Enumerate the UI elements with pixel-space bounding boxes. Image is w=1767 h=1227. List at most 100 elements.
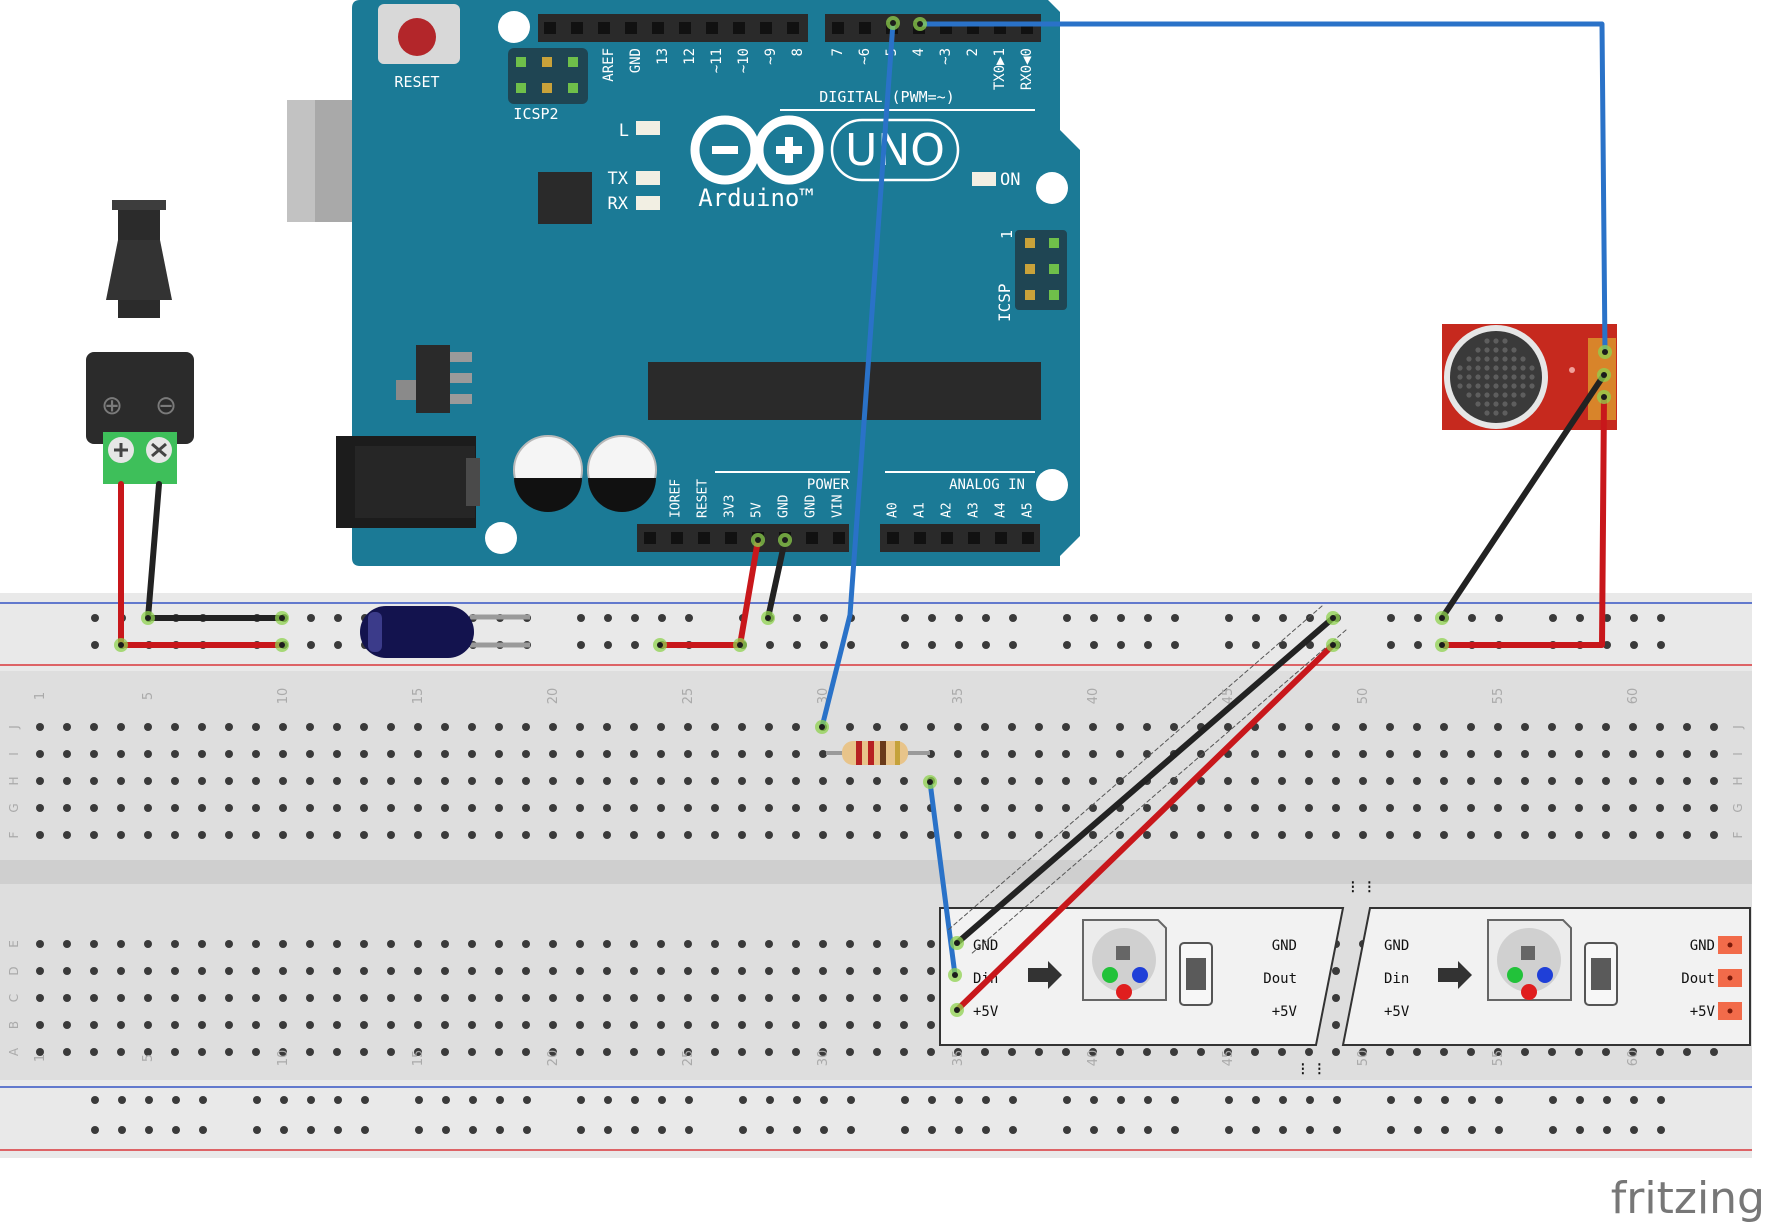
breadboard-hole [441, 940, 449, 948]
wire-endpoint-core [819, 724, 825, 730]
column-number: 25 [681, 1050, 696, 1067]
breadboard-hole [792, 1048, 800, 1056]
breadboard-hole [630, 750, 638, 758]
breadboard-hole [792, 723, 800, 731]
breadboard-hole [279, 1048, 287, 1056]
jack-barrel-rim [112, 200, 166, 210]
mic-mesh-hole [1520, 365, 1526, 371]
breadboard-hole [846, 723, 854, 731]
analog-header [880, 524, 1040, 552]
breadboard-hole [711, 831, 719, 839]
breadboard-hole [819, 940, 827, 948]
breadboard-hole [1278, 1048, 1286, 1056]
breadboard-hole [495, 1048, 503, 1056]
breadboard-hole [306, 967, 314, 975]
breadboard-hole [63, 750, 71, 758]
breadboard-hole [1305, 1048, 1313, 1056]
breadboard-hole [63, 940, 71, 948]
arrow-right-icon [1028, 961, 1062, 989]
breadboard-hole [90, 750, 98, 758]
breadboard-hole [954, 831, 962, 839]
breadboard-hole [1332, 750, 1340, 758]
breadboard-hole [495, 777, 503, 785]
header-pin [698, 532, 710, 544]
breadboard-hole [981, 777, 989, 785]
wire-endpoint-core [1439, 642, 1445, 648]
column-number: 5 [141, 692, 156, 700]
breadboard-hole [171, 804, 179, 812]
breadboard-hole [1629, 804, 1637, 812]
breadboard-hole [792, 777, 800, 785]
breadboard-hole [738, 804, 746, 812]
breadboard-hole [36, 1021, 44, 1029]
breadboard-hole [1386, 831, 1394, 839]
rail-hole [1090, 1126, 1098, 1134]
breadboard-hole [1170, 777, 1178, 785]
atmega-chip [648, 362, 1041, 420]
reset-button-cap[interactable] [398, 18, 436, 56]
analog-pin-label: A0 [886, 502, 901, 518]
electrolytic-capacitor [360, 606, 530, 658]
breadboard-hole [360, 940, 368, 948]
breadboard-hole [549, 831, 557, 839]
rail-hole [1603, 1096, 1611, 1104]
rail-hole [1144, 1096, 1152, 1104]
breadboard-hole [1602, 1048, 1610, 1056]
breadboard-hole [333, 777, 341, 785]
rail-hole [118, 1126, 126, 1134]
breadboard-hole [1683, 804, 1691, 812]
seg2-right-5v: +5V [1690, 1004, 1716, 1020]
breadboard-hole [819, 967, 827, 975]
breadboard-hole [117, 940, 125, 948]
breadboard-hole [360, 831, 368, 839]
rail-hole [631, 614, 639, 622]
row-label: I [7, 752, 21, 756]
breadboard-hole [171, 1021, 179, 1029]
breadboard-hole [792, 750, 800, 758]
breadboard-hole [1278, 831, 1286, 839]
breadboard-hole [522, 940, 530, 948]
breadboard-hole [522, 994, 530, 1002]
breadboard-hole [63, 777, 71, 785]
row-label: F [1731, 831, 1745, 838]
header-pin [725, 532, 737, 544]
rx-led [636, 196, 660, 210]
rail-hole [955, 1096, 963, 1104]
breadboard-hole [1710, 750, 1718, 758]
breadboard-hole [1170, 831, 1178, 839]
breadboard-hole [117, 967, 125, 975]
pad-dot [1727, 942, 1733, 948]
column-number: 50 [1356, 688, 1371, 705]
rail-hole [334, 614, 342, 622]
header-pin [652, 22, 664, 34]
breadboard-hole [1467, 1048, 1475, 1056]
breadboard-hole [603, 723, 611, 731]
mic-mesh-hole [1511, 356, 1517, 362]
breadboard-hole [1386, 777, 1394, 785]
breadboard-hole [1332, 723, 1340, 731]
breadboard-hole [1521, 1048, 1529, 1056]
breadboard-hole [1251, 831, 1259, 839]
breadboard-hole [1008, 831, 1016, 839]
breadboard-hole [414, 940, 422, 948]
breadboard-hole [549, 994, 557, 1002]
breadboard-hole [1197, 1048, 1205, 1056]
analog-pin-label: A2 [940, 502, 955, 518]
wire-endpoint-core [917, 21, 923, 27]
breadboard-hole [387, 831, 395, 839]
breadboard-hole [549, 804, 557, 812]
mic-mesh-hole [1520, 356, 1526, 362]
breadboard-hole [1035, 831, 1043, 839]
breadboard-hole [927, 940, 935, 948]
breadboard-hole [198, 967, 206, 975]
mic-mesh-hole [1493, 356, 1499, 362]
breadboard-hole [171, 967, 179, 975]
digital-pin-label: RX0◀0 [1019, 48, 1035, 90]
mic-mesh-hole [1529, 374, 1535, 380]
breadboard-hole [900, 831, 908, 839]
breadboard-hole [657, 777, 665, 785]
breadboard-hole [333, 831, 341, 839]
breadboard-hole [819, 831, 827, 839]
breadboard-hole [1143, 1048, 1151, 1056]
